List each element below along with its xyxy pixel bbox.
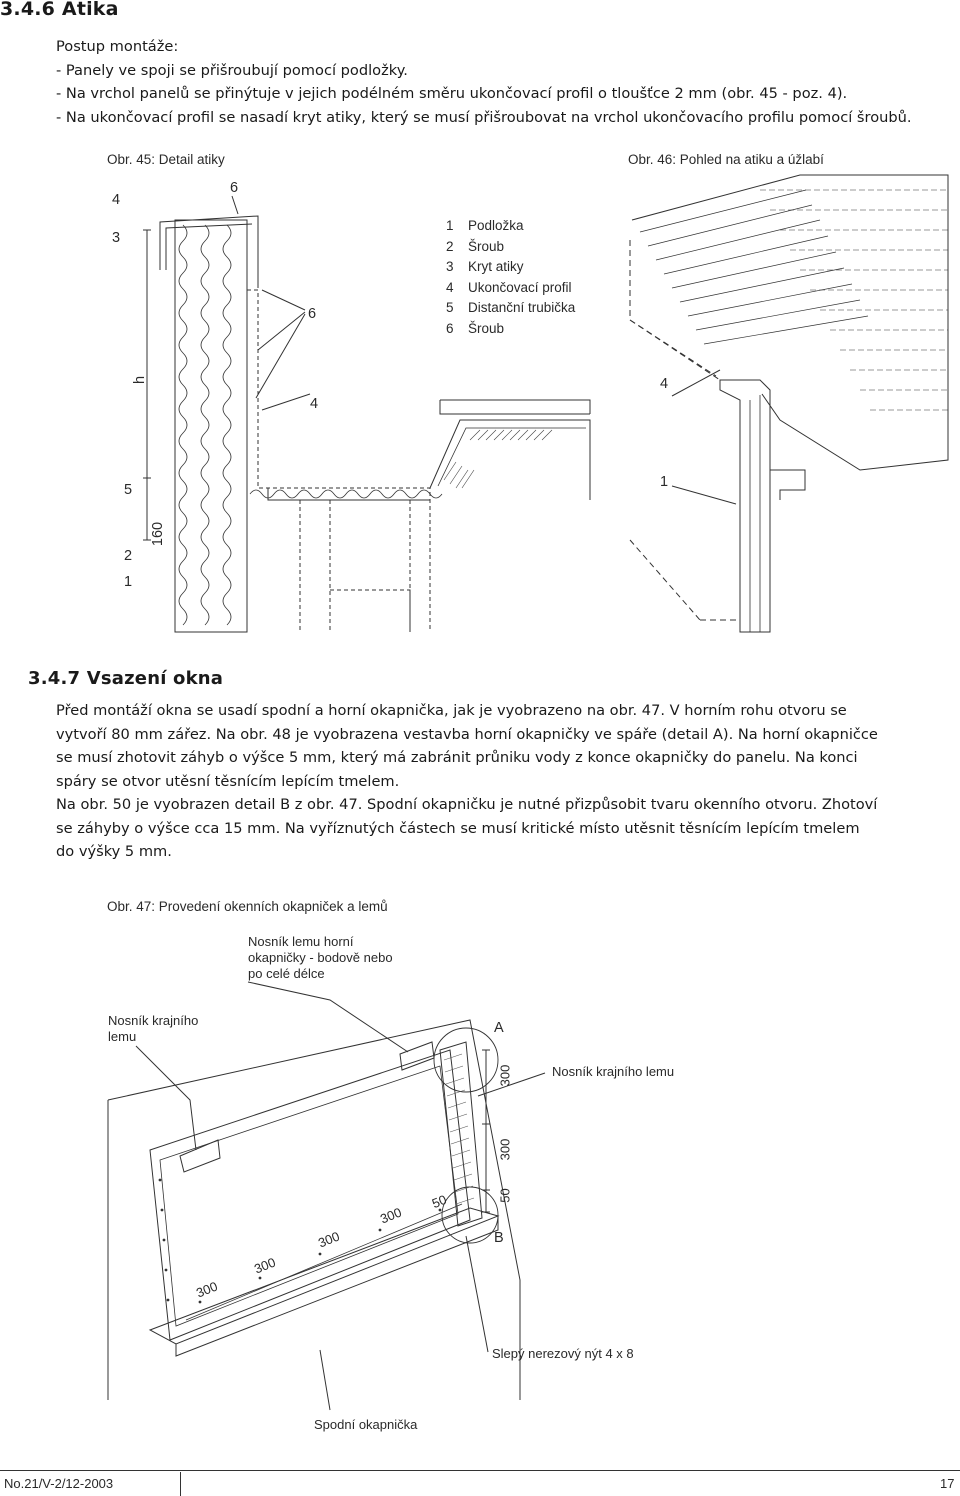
okno-line: Na obr. 50 je vyobrazen detail B z obr. … xyxy=(56,796,878,813)
dim-50: 50 xyxy=(497,1188,513,1203)
fig45-label-5: 5 xyxy=(124,482,133,498)
atika-line: Postup montáže: xyxy=(56,38,179,55)
okno-paragraph: Před montáží okna se usadí spodní a horn… xyxy=(56,699,878,864)
okno-line: spáry se otvor utěsní těsnícím lepícím t… xyxy=(56,772,400,790)
figure-46-caption: Obr. 46: Pohled na atiku a úžlabí xyxy=(628,152,824,167)
atika-paragraph: Postup montáže: - Panely ve spoji se při… xyxy=(56,35,912,129)
okno-line: do výšky 5 mm. xyxy=(56,843,172,860)
okno-line: se záhyby o výšce cca 15 mm. Na vyříznut… xyxy=(56,819,860,837)
section-heading-atika: 3.4.6 Atika xyxy=(0,0,119,20)
fig45-label-3: 3 xyxy=(112,230,121,246)
atika-line: - Na vrchol panelů se přinýtuje v jejich… xyxy=(56,85,848,102)
fig46-label-4: 4 xyxy=(660,376,669,392)
label-nyt: Slepý nerezový nýt 4 x 8 xyxy=(492,1346,634,1361)
label-nosnik-krajni-right: Nosník krajního lemu xyxy=(552,1064,675,1079)
fig45-label-2: 2 xyxy=(124,548,133,564)
fig45-label-6: 6 xyxy=(230,180,239,196)
page-number: 17 xyxy=(940,1476,955,1491)
footer-rule xyxy=(0,1470,960,1471)
figure-47-caption: Obr. 47: Provedení okenních okapniček a … xyxy=(107,899,388,914)
fig45-label-4: 4 xyxy=(310,396,319,412)
footer-doc-id: No.21/V-2/12-2003 xyxy=(4,1476,114,1491)
dim-300: 300 xyxy=(497,1138,513,1161)
fig45-label-6: 6 xyxy=(308,306,317,322)
label-spodni-okapnicka: Spodní okapnička xyxy=(314,1417,418,1432)
okno-line: se musí zhotovit záhyb o výšce 5 mm, kte… xyxy=(56,749,858,766)
fig46-label-1: 1 xyxy=(660,474,669,490)
fig45-label-4: 4 xyxy=(112,192,121,208)
footer-divider xyxy=(180,1472,181,1496)
dim-300: 300 xyxy=(497,1064,513,1087)
atika-line: - Panely ve spoji se přišroubují pomocí … xyxy=(56,61,408,79)
section-heading-okno: 3.4.7 Vsazení okna xyxy=(28,668,224,689)
detail-b-label: B xyxy=(494,1230,504,1246)
label-nosnik-krajni-left: Nosník krajního lemu xyxy=(108,1013,199,1044)
atika-line: - Na ukončovací profil se nasadí kryt at… xyxy=(56,108,912,126)
figure-45-caption: Obr. 45: Detail atiky xyxy=(107,152,225,167)
detail-a-label: A xyxy=(494,1020,504,1036)
fig45-label-1: 1 xyxy=(124,574,133,590)
okno-line: Před montáží okna se usadí spodní a horn… xyxy=(56,702,847,719)
okno-line: vytvoří 80 mm zářez. Na obr. 48 je vyobr… xyxy=(56,725,878,743)
label-nosnik-horni: Nosník lemu horní okapničky - bodově neb… xyxy=(248,934,393,981)
